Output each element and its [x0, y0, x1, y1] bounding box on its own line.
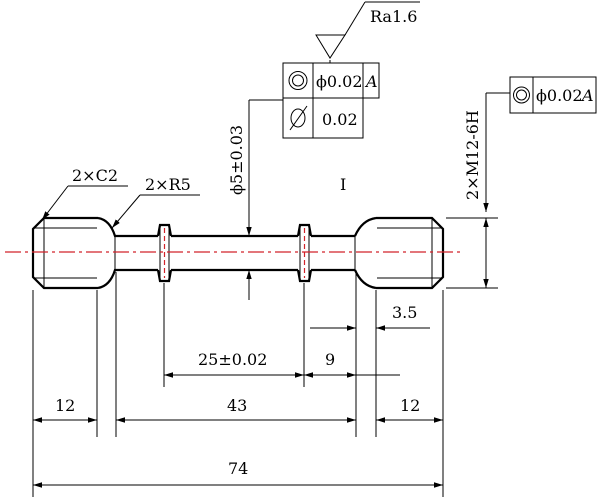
frame1-datum: A — [364, 72, 378, 91]
dim-right-grip: 12 — [400, 396, 420, 415]
cylindricity-icon — [289, 105, 308, 131]
fillet-label: 2×R5 — [145, 175, 191, 194]
frame1-tolerance: ϕ0.02 — [316, 72, 363, 91]
frame3-tolerance: ϕ0.02 — [536, 86, 583, 105]
feature-frame-upper — [282, 62, 380, 139]
surface-roughness-symbol — [315, 1, 420, 59]
dim-left-grip: 12 — [55, 396, 75, 415]
chamfer-label: 2×C2 — [72, 166, 118, 185]
leaders — [41, 60, 510, 229]
feature-frame-right — [509, 76, 597, 114]
dim-groove-spacing: 25±0.02 — [198, 350, 267, 369]
concentricity-icon — [513, 86, 530, 104]
thread-label: 2×M12-6H — [463, 110, 482, 200]
dim-overall-length: 74 — [228, 459, 248, 478]
neck-diameter-label: ϕ5±0.03 — [227, 125, 246, 195]
frame3-datum: A — [580, 86, 594, 105]
frame2-tolerance: 0.02 — [322, 110, 358, 129]
dim-3-5: 3.5 — [392, 303, 417, 322]
dim-gauge-section: 43 — [227, 396, 247, 415]
specimen-outline — [31, 216, 445, 290]
concentricity-icon — [288, 71, 308, 90]
roughness-label: Ra1.6 — [370, 7, 417, 26]
dimension-lines — [33, 100, 489, 488]
view-marker: I — [340, 175, 346, 194]
dim-9: 9 — [325, 350, 335, 369]
extension-lines — [32, 217, 498, 497]
